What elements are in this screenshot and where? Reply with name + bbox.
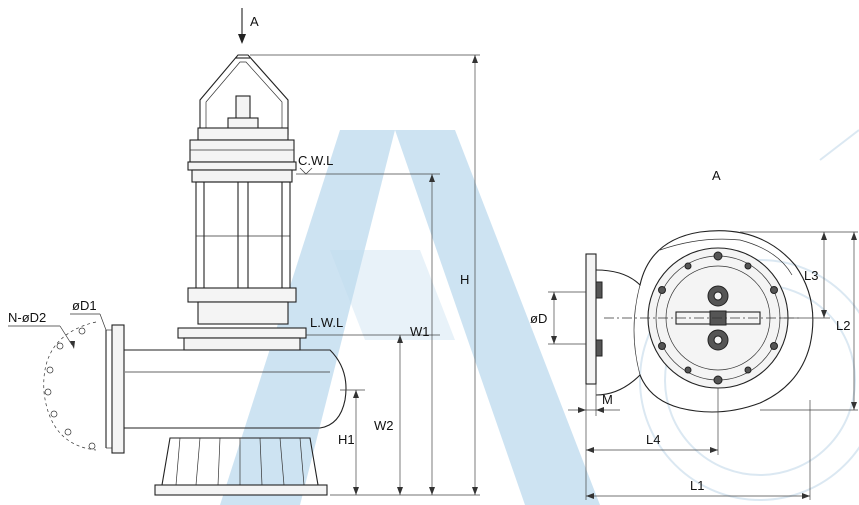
plan-view-a: A: [585, 168, 814, 413]
plan-discharge-flange: [585, 253, 597, 385]
view-arrow-label: A: [250, 14, 259, 29]
dim-h-label: H: [460, 272, 469, 287]
flange-bolt-holes: [43, 321, 97, 451]
discharge-flange: [111, 324, 125, 454]
plan-bolts: [658, 251, 778, 385]
watermark-logo: [220, 129, 859, 505]
plan-view-title: A: [712, 168, 721, 183]
n-od2-label: N-øD2: [8, 310, 46, 325]
l3-label: L3: [804, 268, 818, 283]
plan-volute: [595, 230, 814, 413]
volute-casing: [119, 349, 347, 429]
dim-w1-label: W1: [410, 324, 430, 339]
l4-label: L4: [646, 432, 660, 447]
vertical-dimensions: H W1 W2 H1: [250, 54, 480, 496]
plan-dimensions: øD M L4 L1 L3 L2: [530, 231, 858, 500]
lifting-handle: [199, 54, 289, 135]
cwl-label: C.W.L: [298, 153, 333, 168]
od1-label: øD1: [72, 298, 97, 313]
l2-label: L2: [836, 318, 850, 333]
lwl-label: L.W.L: [310, 315, 343, 330]
flange-callouts: N-øD2 øD1: [8, 298, 107, 349]
dim-w2-label: W2: [374, 418, 394, 433]
view-arrow-a: A: [238, 8, 259, 44]
od-label: øD: [530, 311, 547, 326]
m-label: M: [602, 392, 613, 407]
pump-elevation: [43, 54, 347, 496]
water-level-marks: C.W.L L.W.L: [296, 153, 440, 336]
dim-h1-label: H1: [338, 432, 355, 447]
l1-label: L1: [690, 478, 704, 493]
